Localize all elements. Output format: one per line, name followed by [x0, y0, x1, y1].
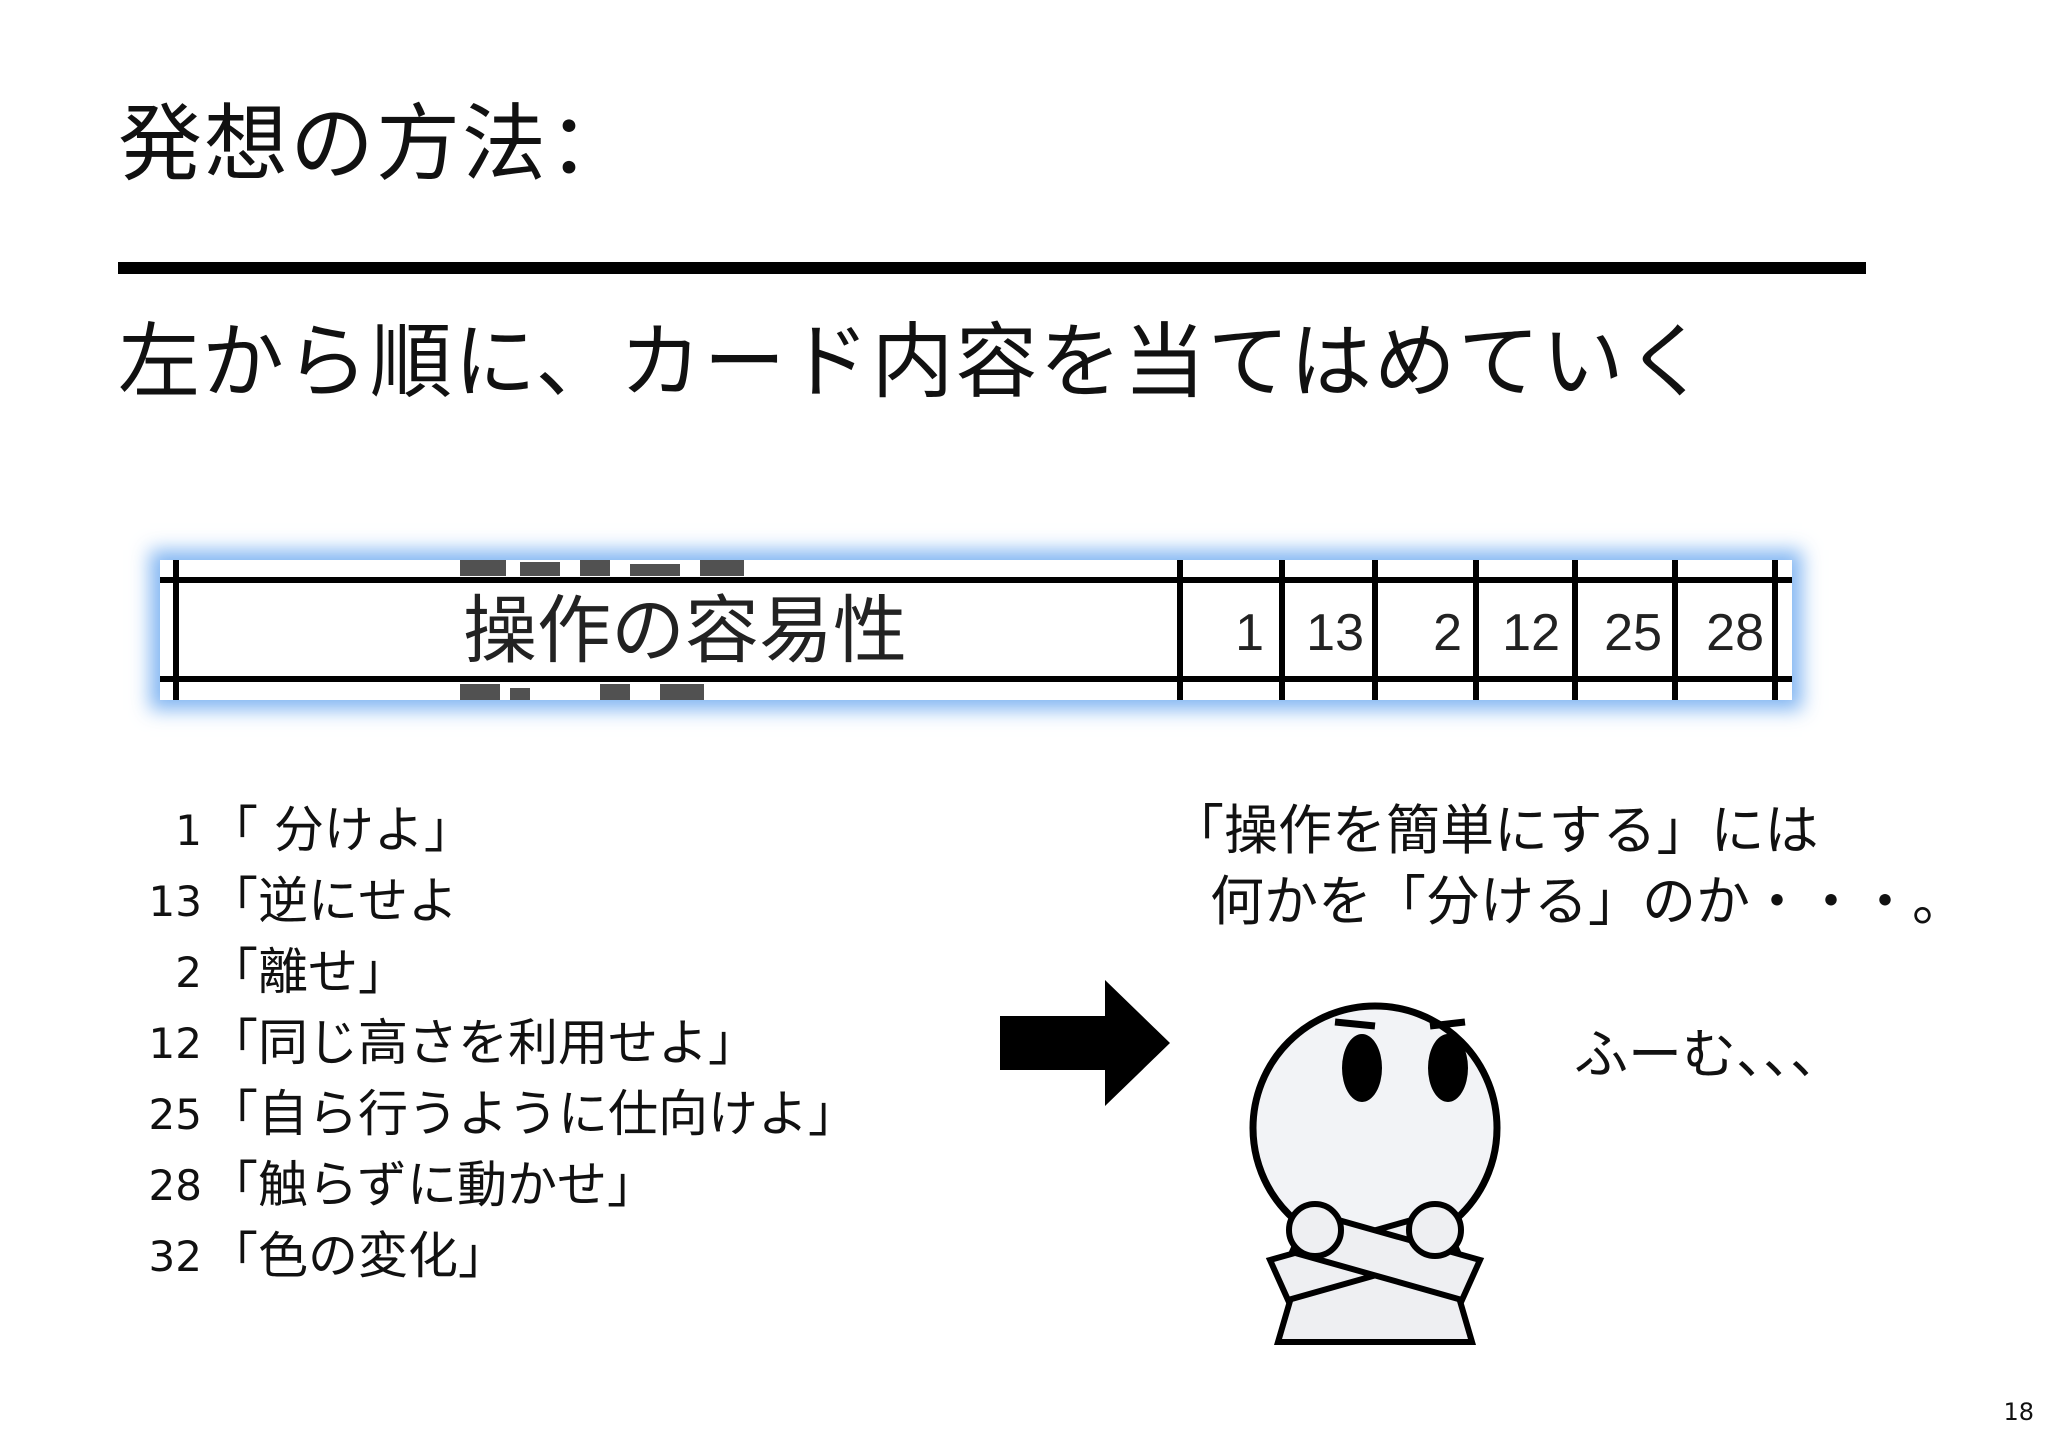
table-cell: 12 — [1502, 604, 1560, 662]
table-snippet-image: 操作の容易性 1 13 2 12 25 28 — [160, 560, 1792, 700]
title-underline — [118, 262, 1866, 274]
principle-number: 25 — [148, 1090, 202, 1139]
principle-text: 「 分けよ」 — [208, 801, 474, 859]
list-item: 32「色の変化」 — [140, 1221, 858, 1292]
list-item: 12「同じ高さを利用せよ」 — [140, 1008, 858, 1079]
list-item: 13「逆にせよ — [140, 866, 858, 937]
principle-text: 「逆にせよ — [208, 872, 458, 930]
principle-number: 32 — [148, 1232, 202, 1281]
slide-subtitle: 左から順に、カード内容を当てはめていく — [118, 315, 1710, 410]
principle-text: 「色の変化」 — [208, 1227, 508, 1285]
principle-number: 28 — [148, 1161, 202, 1210]
speech-line-2: 何かを「分ける」のか・・・。 — [1210, 870, 1966, 933]
speech-line-1: 「操作を簡単にする」には — [1170, 799, 1819, 862]
table-cell: 2 — [1433, 604, 1462, 662]
principle-text: 「自ら行うように仕向けよ」 — [208, 1085, 858, 1143]
table-cell: 13 — [1306, 604, 1364, 662]
list-item: 1「 分けよ」 — [140, 795, 858, 866]
principle-text: 「離せ」 — [208, 943, 408, 1001]
right-arrow-icon — [1000, 980, 1170, 1110]
principle-text: 「同じ高さを利用せよ」 — [208, 1014, 758, 1072]
table-cell: 28 — [1706, 604, 1764, 662]
slide-title: 発想の方法： — [118, 95, 635, 193]
principle-text: 「触らずに動かせ」 — [208, 1156, 657, 1214]
table-row-label: 操作の容易性 — [463, 588, 907, 674]
list-item: 25「自ら行うように仕向けよ」 — [140, 1079, 858, 1150]
page-number: 18 — [2003, 1398, 2034, 1426]
principle-number: 13 — [148, 877, 202, 926]
principle-number: 1 — [175, 806, 202, 855]
thinking-person-icon — [1240, 990, 1510, 1354]
list-item: 28「触らずに動かせ」 — [140, 1150, 858, 1221]
table-cell: 25 — [1604, 604, 1662, 662]
principle-list: 1「 分けよ」 13「逆にせよ 2「離せ」 12「同じ高さを利用せよ」 25「自… — [140, 795, 858, 1292]
table-snippet: 操作の容易性 1 13 2 12 25 28 — [160, 560, 1792, 700]
list-item: 2「離せ」 — [140, 937, 858, 1008]
speech-text: 「操作を簡単にする」には 何かを「分ける」のか・・・。 — [1170, 795, 1966, 937]
principle-number: 12 — [148, 1019, 202, 1068]
principle-number: 2 — [175, 948, 202, 997]
table-cell: 1 — [1235, 604, 1264, 662]
thinking-text: ふーむ、、、 — [1574, 1023, 1844, 1086]
